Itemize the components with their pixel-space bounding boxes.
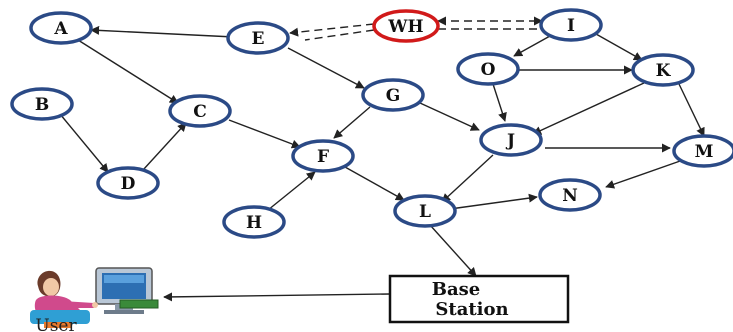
base-station-label-line2: Station [435, 299, 508, 320]
edge-c-f [228, 119, 301, 149]
node-j-label: J [505, 131, 515, 151]
node-c: C [168, 94, 232, 128]
edges [59, 16, 705, 302]
node-b: B [10, 87, 74, 121]
edge-l-n [449, 193, 538, 210]
node-l: L [393, 194, 457, 228]
node-d: D [96, 166, 160, 200]
node-j: J [479, 123, 543, 157]
node-o-label: O [481, 60, 496, 80]
node-k: K [631, 53, 695, 87]
edge-f-l [344, 166, 405, 201]
node-a: A [29, 11, 93, 45]
keyboard-icon [119, 299, 159, 309]
edge-o-j [492, 83, 507, 122]
edge-l-base-station [429, 224, 477, 277]
base-station-label-line1: Base [432, 279, 480, 300]
wormhole-link-wh-e-2 [304, 29, 375, 41]
edge-base-station-user [163, 292, 391, 302]
node-n: N [538, 178, 602, 212]
edge-j-l [441, 154, 494, 203]
node-b-label: B [35, 95, 49, 115]
node-g: G [361, 78, 425, 112]
node-l-label: L [419, 202, 431, 222]
node-e-label: E [252, 29, 265, 49]
edge-k-j [532, 82, 645, 135]
edge-h-f [267, 171, 316, 211]
node-m-label: M [695, 142, 714, 162]
user-illustration: User [30, 267, 159, 332]
node-k-label: K [656, 61, 672, 81]
node-f: F [291, 139, 355, 173]
user-label: User [35, 316, 77, 332]
edge-a-c [77, 39, 179, 104]
wormhole-link-wh-e-1 [289, 23, 375, 37]
edge-i-o [513, 35, 551, 57]
node-h-label: H [246, 213, 262, 233]
node-n-label: N [562, 186, 578, 206]
edge-g-f [333, 106, 371, 139]
edge-m-n [605, 159, 684, 189]
node-h: H [222, 205, 286, 239]
node-a-label: A [53, 19, 68, 39]
node-f-label: F [317, 147, 329, 167]
node-c-label: C [193, 102, 207, 122]
node-i: I [539, 8, 603, 42]
edge-e-a [90, 25, 235, 38]
node-wh-label: WH [387, 17, 423, 37]
nodes: A B C D E WH I O [10, 8, 733, 239]
node-e: E [226, 21, 290, 55]
node-o: O [456, 52, 520, 86]
person-icon [30, 270, 98, 328]
edge-g-j [419, 102, 480, 131]
edge-d-c [142, 122, 187, 171]
node-d-label: D [121, 174, 136, 194]
base-station: Base Station [388, 274, 570, 324]
node-g-label: G [386, 86, 401, 106]
edge-i-k [595, 33, 643, 61]
edge-k-m [678, 83, 705, 137]
node-i-label: I [567, 16, 575, 36]
node-wh: WH [372, 9, 440, 43]
node-m: M [672, 134, 733, 168]
edge-b-d [59, 113, 109, 173]
edge-e-g [287, 47, 365, 89]
